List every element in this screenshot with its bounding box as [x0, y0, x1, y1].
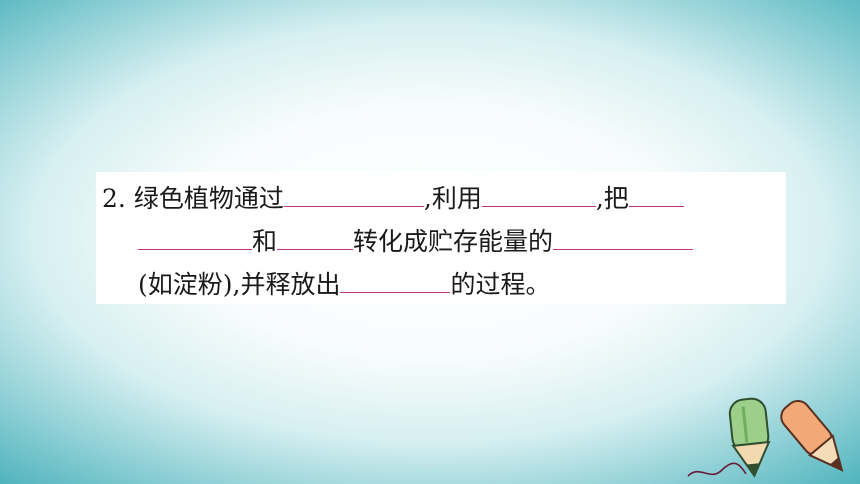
question-text: (如淀粉),并释放出: [138, 270, 341, 299]
question-line-1: 2.绿色植物通过 ,利用 ,把: [102, 184, 684, 214]
question-text: ,利用: [423, 184, 482, 213]
question-number: 2.: [102, 184, 126, 213]
question-line-3: (如淀粉),并释放出 的过程。: [138, 270, 550, 300]
answer-blank-4[interactable]: [277, 227, 354, 250]
pencils-icon: [687, 397, 844, 478]
answer-blank-1[interactable]: [283, 184, 424, 207]
question-text: 和: [252, 227, 278, 256]
question-line-2: 和 转化成贮存能量的: [138, 227, 694, 257]
answer-blank-5[interactable]: [553, 227, 694, 250]
answer-blank-2[interactable]: [481, 184, 596, 207]
answer-blank-3a[interactable]: [628, 184, 684, 207]
answer-blank-3b[interactable]: [138, 227, 252, 250]
question-text: 绿色植物通过: [133, 184, 284, 213]
answer-blank-6[interactable]: [340, 270, 451, 293]
question-text: ,把: [595, 184, 629, 213]
question-text: 的过程。: [450, 270, 551, 299]
question-text: 转化成贮存能量的: [353, 227, 554, 256]
question-box: 2.绿色植物通过 ,利用 ,把 和 转化成贮存能量的 (如淀粉),并释放出 的过程。: [96, 172, 786, 304]
